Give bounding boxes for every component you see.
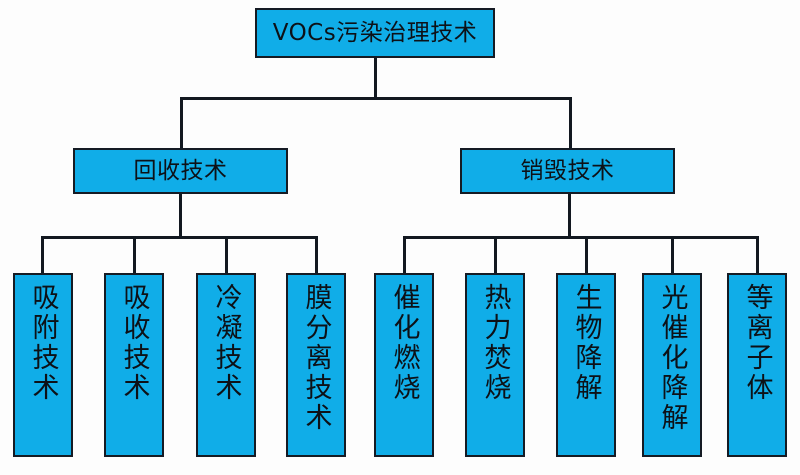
node-absorption-label: 吸收技术 (118, 283, 150, 403)
node-membrane-separation-label: 膜分离技术 (300, 283, 332, 433)
node-destruction-label: 销毁技术 (520, 157, 615, 184)
node-thermal-incineration[interactable]: 热力焚烧 (465, 273, 525, 457)
connector-level1-bus (180, 97, 572, 100)
node-catalytic-combustion[interactable]: 催化燃烧 (374, 273, 434, 457)
node-condensation-label: 冷凝技术 (210, 283, 242, 403)
connector-drop-thermal-incineration (494, 236, 497, 274)
connector-recovery-stem (179, 194, 182, 237)
node-plasma[interactable]: 等离子体 (727, 273, 787, 457)
connector-drop-biodegradation (585, 236, 588, 274)
connector-drop-destruction (569, 97, 572, 148)
node-destruction[interactable]: 销毁技术 (460, 148, 675, 194)
connector-drop-photocatalytic-degradation (671, 236, 674, 274)
node-thermal-incineration-label: 热力焚烧 (479, 283, 511, 403)
node-root-label: VOCs污染治理技术 (272, 19, 478, 46)
connector-recovery-bus (41, 236, 318, 239)
node-root[interactable]: VOCs污染治理技术 (255, 8, 495, 58)
connector-drop-catalytic-combustion (403, 236, 406, 274)
node-adsorption-label: 吸附技术 (27, 283, 59, 403)
node-recovery[interactable]: 回收技术 (73, 148, 288, 194)
node-plasma-label: 等离子体 (741, 283, 773, 403)
connector-drop-condensation (225, 236, 228, 274)
connector-drop-absorption (133, 236, 136, 274)
connector-root-stem (374, 58, 377, 98)
node-adsorption[interactable]: 吸附技术 (13, 273, 73, 457)
node-biodegradation-label: 生物降解 (570, 283, 602, 403)
node-condensation[interactable]: 冷凝技术 (196, 273, 256, 457)
node-photocatalytic-degradation-label: 光催化降解 (656, 283, 688, 433)
connector-destruction-stem (568, 194, 571, 237)
node-recovery-label: 回收技术 (133, 157, 228, 184)
connector-drop-recovery (180, 97, 183, 148)
connector-drop-adsorption (41, 236, 44, 274)
connector-drop-plasma (756, 236, 759, 274)
connector-destruction-bus (403, 236, 759, 239)
node-membrane-separation[interactable]: 膜分离技术 (286, 273, 346, 457)
node-photocatalytic-degradation[interactable]: 光催化降解 (642, 273, 702, 457)
node-catalytic-combustion-label: 催化燃烧 (388, 283, 420, 403)
node-absorption[interactable]: 吸收技术 (104, 273, 164, 457)
node-biodegradation[interactable]: 生物降解 (556, 273, 616, 457)
connector-drop-membrane-separation (315, 236, 318, 274)
